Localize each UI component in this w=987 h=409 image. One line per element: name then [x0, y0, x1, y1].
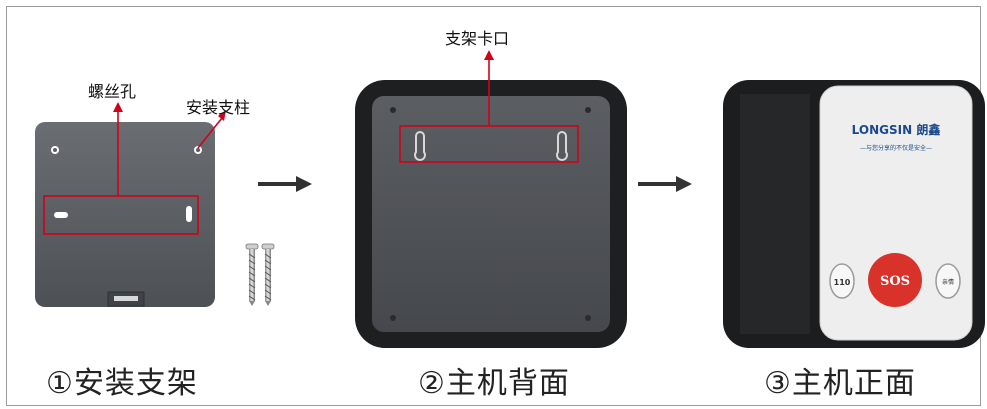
bracket-clip-right: [556, 131, 568, 161]
bracket-clip-left: [414, 131, 426, 161]
device-front: LONGSIN 朗鑫 —与您分享的不仅是安全— 110 SOS 亲情: [723, 80, 985, 348]
screw-hole-slot-right: [186, 206, 192, 222]
svg-text:SOS: SOS: [880, 274, 910, 289]
screw-hole-highlight-box: [43, 195, 199, 235]
bracket-clip-label: 支架卡口: [445, 29, 510, 48]
mount-post-label: 安装支柱: [186, 98, 251, 117]
mount-post-arrowhead: [218, 110, 226, 121]
mount-post-leader-line: [197, 117, 223, 149]
button-110[interactable]: 110: [829, 263, 855, 299]
mount-post-right: [194, 146, 202, 154]
screw-hole-label: 螺丝孔: [88, 82, 137, 101]
mounting-bracket: [35, 122, 215, 307]
caption-step3: ③主机正面: [764, 366, 916, 401]
sos-button[interactable]: SOS: [868, 253, 922, 307]
family-button[interactable]: 亲情: [935, 263, 961, 299]
arrow-step1-to-step2: [258, 176, 312, 192]
brand-logo: LONGSIN 朗鑫: [852, 122, 941, 137]
screw-hole-slot-left: [54, 212, 68, 218]
device-back: [355, 80, 627, 348]
svg-text:110: 110: [834, 278, 851, 287]
screw-hole-arrowhead: [113, 102, 123, 112]
svg-text:亲情: 亲情: [942, 278, 954, 286]
bracket-clip-arrowhead: [484, 50, 494, 60]
mount-post-left: [51, 146, 59, 154]
brand-slogan: —与您分享的不仅是安全—: [860, 144, 932, 152]
caption-step2: ②主机背面: [418, 366, 570, 401]
screws: [245, 243, 275, 306]
arrow-step2-to-step3: [638, 176, 692, 192]
caption-step1: ①安装支架: [46, 366, 198, 401]
